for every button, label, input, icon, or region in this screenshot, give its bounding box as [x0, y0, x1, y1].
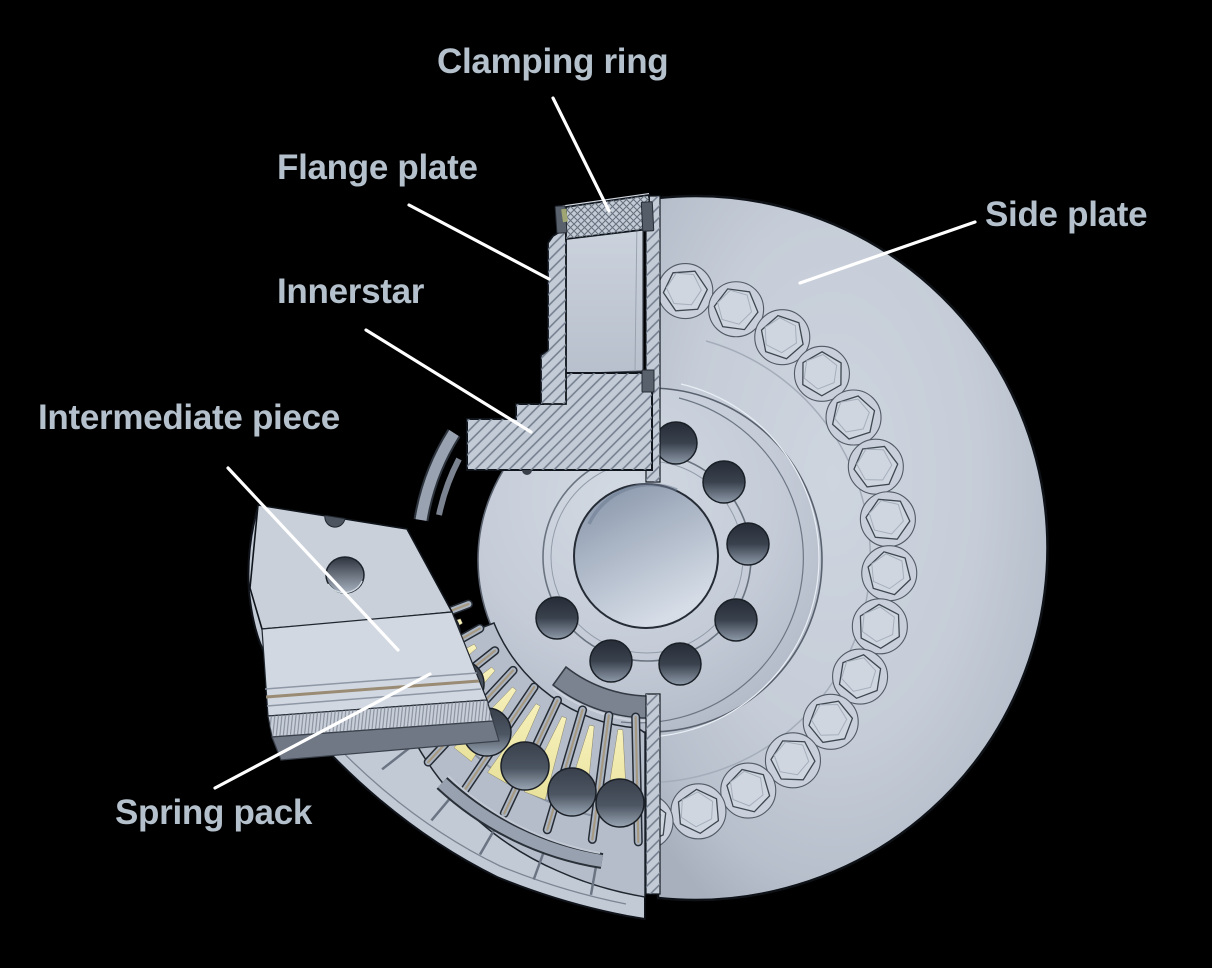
- label-intermediate-piece: Intermediate piece: [38, 398, 340, 437]
- hex-bolt: [861, 545, 918, 602]
- hex-bolt: [825, 389, 882, 446]
- cut-section-assembly: [466, 193, 655, 475]
- label-spring-pack: Spring pack: [115, 793, 313, 832]
- hole: [654, 421, 698, 465]
- label-clamping-ring: Clamping ring: [437, 42, 669, 81]
- hole: [726, 522, 770, 566]
- hex-bolt: [793, 345, 850, 402]
- layer-line: [266, 688, 482, 707]
- leader-line-clamping-ring: [551, 96, 611, 213]
- side-plate-disc: [563, 194, 1049, 902]
- seal-sliver: [561, 208, 568, 223]
- hub-edge-highlight: [618, 383, 820, 738]
- hub: [477, 383, 823, 738]
- retaining-arc: [413, 428, 462, 522]
- clamping-ring-hatch: [566, 195, 649, 239]
- layer-line: [264, 672, 478, 690]
- label-flange-plate: Flange plate: [277, 148, 478, 187]
- leader-line-spring-pack: [213, 672, 432, 790]
- wedge-front-face: [261, 611, 488, 717]
- bolt-ring: [563, 262, 918, 850]
- hex-bolt: [754, 309, 811, 366]
- hole: [658, 642, 702, 686]
- bore-shadow: [587, 482, 678, 525]
- hex-bolt: [764, 732, 821, 789]
- side-plate-boss-circle: [627, 340, 872, 784]
- bottom-rim-arc: [437, 778, 603, 867]
- flange-plate-hatch: [541, 228, 566, 404]
- hole: [589, 639, 633, 683]
- bottom-rim-arc-highlight: [447, 775, 601, 854]
- hex-bolt: [832, 648, 889, 705]
- hex-bolt: [802, 693, 859, 750]
- hole: [714, 598, 758, 642]
- spring-ext-line: [381, 747, 410, 771]
- clamp-block-right: [640, 201, 655, 232]
- wedge-edge-notch: [324, 514, 346, 528]
- side-plate-face: [656, 194, 1049, 902]
- lower-left-assembly: [247, 504, 646, 921]
- label-side-plate: Side plate: [985, 195, 1148, 234]
- layer-line-tan: [265, 679, 480, 699]
- arc-slot: [551, 665, 657, 719]
- intermediate-piece-wedge: [249, 504, 500, 761]
- clamp-block-lower: [641, 369, 655, 393]
- label-innerstar: Innerstar: [277, 272, 425, 311]
- hex-bolt: [720, 762, 777, 819]
- hole: [547, 767, 597, 817]
- hole: [500, 741, 550, 791]
- leader-line-side-plate: [798, 220, 977, 285]
- hex-bolt: [847, 438, 904, 495]
- leader-line-innerstar: [364, 328, 533, 434]
- spring-pack-edge-hatch: [268, 700, 493, 737]
- arc-slot-highlight: [552, 687, 658, 723]
- center-bore: [573, 483, 719, 629]
- flange-bolt-face: [565, 216, 644, 375]
- wedge-under-band: [271, 720, 500, 761]
- hub-edge-line: [620, 397, 804, 724]
- hex-bolt: [670, 783, 727, 840]
- innerstar-hatch: [467, 373, 652, 470]
- hole: [595, 778, 645, 828]
- hub-bolt-holes: [535, 421, 770, 686]
- leaf-spring: [634, 715, 640, 844]
- hole: [535, 596, 579, 640]
- flange-bolt-face-line: [634, 218, 638, 372]
- hex-bolt: [657, 262, 714, 320]
- leader-lines: [213, 96, 977, 790]
- hex-bolt: [708, 281, 765, 338]
- hex-bolt: [859, 491, 916, 548]
- innerstar-notch: [522, 470, 532, 475]
- leader-line-intermediate-piece: [226, 466, 400, 652]
- hole: [702, 460, 746, 504]
- hex-bolt: [851, 598, 908, 655]
- leader-line-flange-plate: [407, 203, 551, 281]
- leaf-spring: [591, 714, 610, 841]
